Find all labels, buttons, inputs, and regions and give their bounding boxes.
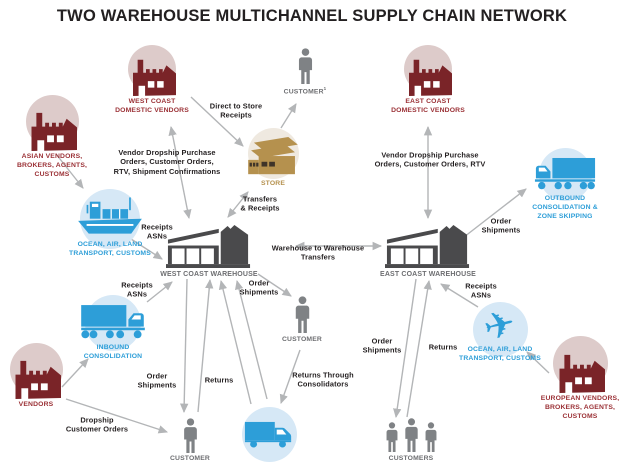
store-icon	[246, 136, 300, 178]
factory-icon	[27, 110, 77, 151]
node-label: ASIAN VENDORS, BROKERS, AGENTS, CUSTOMS	[16, 153, 88, 178]
factory-icon	[129, 57, 176, 96]
arrow-eurovendors-plane	[526, 351, 550, 374]
node-label: OCEAN, AIR, LAND TRANSPORT, CUSTOMS	[459, 346, 541, 362]
flow-label-receipts-asns-air: Receipts ASNs	[465, 281, 497, 300]
arrow-plane-ecwarehouse	[440, 283, 479, 308]
person-icon	[293, 296, 312, 333]
factory-icon	[405, 57, 452, 96]
node-ocean-transport-east: ✈ OCEAN, AIR, LAND TRANSPORT, CUSTOMS	[445, 302, 555, 364]
arrow-wc-dropship	[168, 125, 192, 220]
node-label: EAST COAST WAREHOUSE	[380, 271, 476, 278]
flow-label-transfers-receipts: Transfers & Receipts	[240, 194, 280, 213]
flow-label-returns-consolidators: Returns Through Consolidators	[292, 370, 354, 389]
flow-label-direct-to-store: Direct to Store Receipts	[209, 101, 263, 120]
arrow-customer-mid-van	[279, 349, 301, 404]
node-label: CUSTOMERS	[388, 455, 434, 462]
factory-icon	[11, 358, 61, 399]
node-label: CUSTOMER	[170, 455, 210, 462]
arrow-inbound-wcwarehouse	[146, 281, 173, 303]
person-icon	[384, 422, 400, 452]
warehouse-icon	[385, 223, 471, 270]
node-label: CUSTOMER1	[283, 86, 327, 96]
diagram-title: TWO WAREHOUSE MULTICHANNEL SUPPLY CHAIN …	[56, 7, 568, 25]
flow-label-receipts-asns-inbound: Receipts ASNs	[121, 280, 153, 299]
arrow-ecwarehouse-outbound	[463, 188, 527, 238]
node-vendors: VENDORS	[0, 343, 81, 410]
node-west-coast-domestic-vendors: WEST COAST DOMESTIC VENDORS	[104, 45, 200, 116]
arrow-wcvendors-store	[190, 96, 244, 147]
node-label: EUROPEAN VENDORS, BROKERS, AGENTS, CUSTO…	[540, 395, 620, 420]
person-icon	[403, 418, 420, 452]
node-east-coast-warehouse: EAST COAST WAREHOUSE	[373, 223, 483, 279]
factory-icon	[555, 352, 605, 393]
flow-label-warehouse-transfers: Warehouse to Warehouse Transfers	[271, 243, 365, 262]
arrow-van-wcwarehouse-2	[234, 279, 268, 400]
footnote-marker: 1	[323, 86, 327, 91]
node-consolidator-van	[234, 407, 304, 462]
customers-group	[384, 418, 439, 452]
arrow-vendors-inbound	[61, 358, 89, 388]
arrow-wcwarehouse-customer-mid	[257, 273, 292, 297]
node-ocean-transport-west: OCEAN, AIR, LAND TRANSPORT, CUSTOMS	[45, 189, 175, 259]
node-label: OUTBOUND CONSOLIDATION & ZONE SKIPPING	[532, 195, 598, 220]
node-label: EAST COAST DOMESTIC VENDORS	[391, 98, 465, 114]
node-label: STORE	[260, 180, 286, 187]
flow-label-order-shipments-mid: Order Shipments	[239, 278, 279, 297]
person-icon	[296, 48, 315, 84]
flow-label-order-shipments-outbound: Order Shipments	[481, 216, 521, 235]
node-label: WEST COAST WAREHOUSE	[160, 271, 258, 278]
flow-label-returns-wc: Returns	[204, 375, 234, 385]
delivery-van-icon	[243, 417, 295, 450]
arrow-store-wcwarehouse	[227, 191, 249, 218]
node-label: WEST COAST DOMESTIC VENDORS	[115, 98, 189, 114]
arrow-customer-bottom-wcwarehouse	[197, 278, 214, 413]
arrow-ecwarehouse-customers	[393, 278, 417, 419]
logistics-circle	[472, 302, 528, 357]
arrow-ship-wcwarehouse	[130, 238, 163, 260]
cargo-ship-icon	[76, 193, 144, 238]
node-west-coast-warehouse: WEST COAST WAREHOUSE	[154, 223, 264, 279]
semi-truck-icon	[79, 302, 147, 341]
person-icon	[181, 418, 200, 453]
person-icon	[423, 422, 439, 452]
node-label: CUSTOMER	[282, 336, 322, 343]
arrow-store-customer-top	[280, 103, 297, 129]
node-customer-top: CUSTOMER1	[270, 48, 340, 97]
flow-label-receipts-asns-ship: Receipts ASNs	[141, 222, 173, 241]
node-store: STORE	[225, 128, 321, 189]
semi-truck-icon	[533, 155, 597, 192]
arrow-wcwarehouse-customer-bottom	[179, 278, 189, 414]
node-customer-mid: CUSTOMER	[267, 296, 337, 345]
flow-label-dropship-customer-orders: Dropship Customer Orders	[65, 415, 129, 434]
flow-label-wc-vendor-dropship: Vendor Dropship Purchase Orders, Custome…	[113, 147, 221, 176]
flow-label-order-shipments-wc: Order Shipments	[137, 371, 177, 390]
arrow-asian-ship	[55, 153, 84, 189]
node-asian-vendors: ASIAN VENDORS, BROKERS, AGENTS, CUSTOMS	[2, 95, 102, 180]
node-label: INBOUND CONSOLIDATION	[83, 344, 143, 360]
node-label: OCEAN, AIR, LAND TRANSPORT, CUSTOMS	[69, 241, 151, 257]
node-east-coast-domestic-vendors: EAST COAST DOMESTIC VENDORS	[380, 45, 476, 116]
warehouse-icon	[166, 223, 252, 270]
arrow-customers-ecwarehouse	[406, 279, 432, 418]
arrow-vendors-customer-bottom	[65, 398, 168, 434]
flow-label-order-shipments-ec: Order Shipments	[362, 336, 402, 355]
node-customers: CUSTOMERS	[371, 418, 451, 464]
node-european-vendors: EUROPEAN VENDORS, BROKERS, AGENTS, CUSTO…	[530, 336, 624, 422]
arrow-van-wcwarehouse-1	[218, 279, 252, 405]
flow-label-ec-vendor-dropship: Vendor Dropship Purchase Orders, Custome…	[374, 150, 486, 169]
node-outbound-consolidation: OUTBOUND CONSOLIDATION & ZONE SKIPPING	[510, 148, 620, 222]
node-label: VENDORS	[18, 401, 54, 408]
node-customer-bottom: CUSTOMER	[155, 418, 225, 464]
flow-label-returns-ec: Returns	[428, 342, 458, 352]
node-inbound-consolidation: INBOUND CONSOLIDATION	[58, 295, 168, 362]
